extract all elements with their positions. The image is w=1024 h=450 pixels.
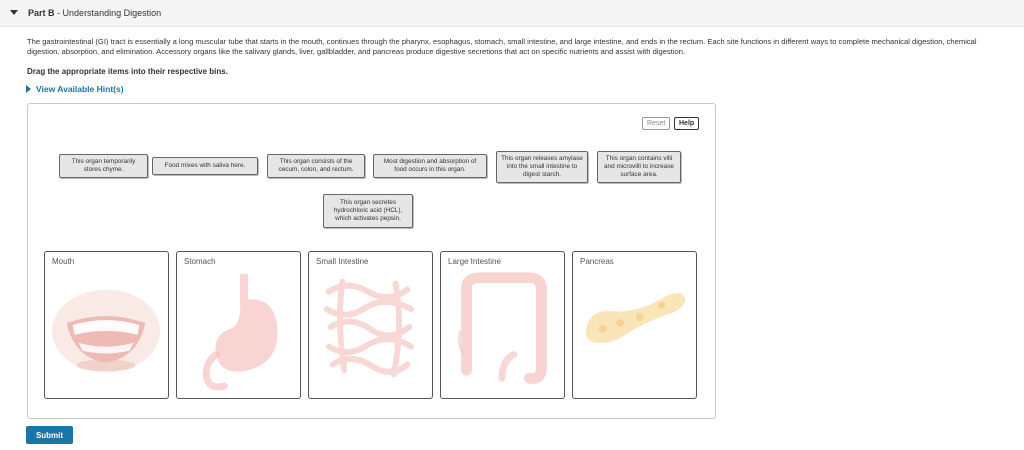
bin-label: Stomach <box>184 257 216 266</box>
draggable-label[interactable]: Food mixes with saliva here. <box>152 157 258 175</box>
view-hints-label: View Available Hint(s) <box>36 84 124 94</box>
part-header[interactable]: Part B - Understanding Digestion <box>0 0 1024 27</box>
expand-arrow-icon <box>26 85 31 93</box>
draggable-label[interactable]: This organ releases amylase into the sma… <box>496 151 588 183</box>
part-title-text: Understanding Digestion <box>62 8 162 18</box>
bin-label: Small Intestine <box>316 257 369 266</box>
draggable-label[interactable]: This organ secretes hydrochloric acid (H… <box>323 194 413 228</box>
bin-label: Pancreas <box>580 257 614 266</box>
part-title: Part B - Understanding Digestion <box>28 8 161 18</box>
draggable-label[interactable]: This organ contains villi and microvilli… <box>597 151 681 183</box>
submit-button[interactable]: Submit <box>26 426 73 444</box>
bin-label: Mouth <box>52 257 75 266</box>
large-intestine-illustration-icon <box>457 272 547 384</box>
bin-pancreas[interactable]: Pancreas <box>572 251 697 399</box>
collapse-caret-icon[interactable] <box>10 10 18 15</box>
instruction-text: Drag the appropriate items into their re… <box>27 67 228 76</box>
part-separator: - <box>57 8 61 18</box>
reset-button[interactable]: Reset <box>642 117 671 130</box>
draggable-label[interactable]: Most digestion and absorption of food oc… <box>373 154 487 178</box>
draggable-label[interactable]: This organ temporarily stores chyme. <box>59 154 148 178</box>
help-button[interactable]: Help <box>674 117 700 130</box>
bin-stomach[interactable]: Stomach <box>176 251 301 399</box>
bin-small-intestine[interactable]: Small Intestine <box>308 251 433 399</box>
bin-label: Large Intestine <box>448 257 501 266</box>
drag-drop-workspace: Reset Help This organ temporarily stores… <box>27 103 716 419</box>
draggable-label[interactable]: This organ consists of the cecum, colon,… <box>267 154 365 178</box>
bin-large-intestine[interactable]: Large Intestine <box>440 251 565 399</box>
part-label: Part B <box>28 8 55 18</box>
view-hints-link[interactable]: View Available Hint(s) <box>26 84 124 94</box>
pancreas-illustration-icon <box>585 292 686 343</box>
intro-paragraph: The gastrointestinal (GI) tract is essen… <box>27 37 977 56</box>
bin-mouth[interactable]: Mouth <box>44 251 169 399</box>
mouth-illustration-icon <box>51 289 161 373</box>
stomach-illustration-icon <box>202 273 278 391</box>
small-intestine-illustration-icon <box>323 278 415 378</box>
